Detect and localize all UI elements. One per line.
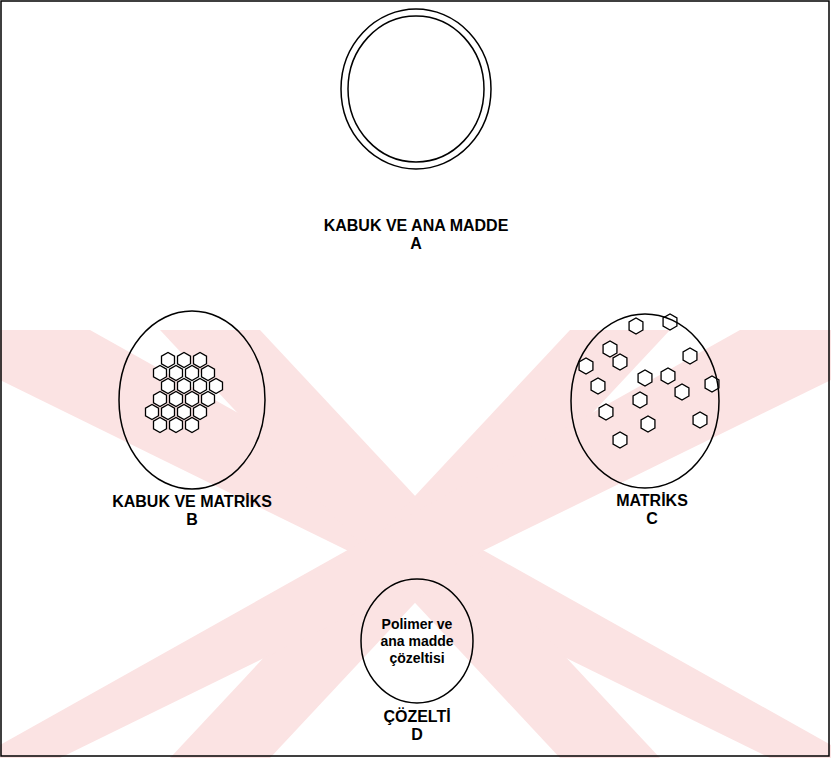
- core-particle: [162, 405, 175, 420]
- core-particle: [178, 405, 191, 420]
- outer-ellipse: [361, 579, 473, 703]
- core-particle: [210, 379, 223, 394]
- core-particle: [162, 353, 175, 368]
- particles: [146, 314, 719, 448]
- core-particle: [613, 432, 627, 448]
- caption-group: KABUK VE MATRİKSB: [112, 493, 272, 529]
- core-particle: [186, 366, 199, 381]
- outer-ellipse: [119, 311, 265, 489]
- core-particle: [194, 405, 207, 420]
- shape-label: KABUK VE ANA MADDE: [324, 217, 509, 235]
- inner-text-area: [340, 8, 492, 170]
- core-particle: [613, 354, 627, 370]
- inner-text-area: Polimer ve ana madde çözeltisi: [360, 578, 474, 704]
- core-particle: [638, 370, 652, 386]
- core-particle: [661, 368, 675, 384]
- core-particle: [146, 405, 159, 420]
- core-particle: [154, 366, 167, 381]
- core-particle: [599, 404, 613, 420]
- core-particle: [603, 341, 617, 357]
- ellipse-outline: [340, 8, 492, 170]
- core-particle: [170, 366, 183, 381]
- caption-group: KABUK VE ANA MADDEA: [324, 217, 509, 253]
- core-particle: [170, 418, 183, 433]
- ellipse-outline: [118, 310, 266, 490]
- core-particle: [683, 348, 697, 364]
- inner-label: Polimer ve ana madde çözeltisi: [371, 616, 463, 667]
- core-particle: [591, 378, 605, 394]
- core-particle: [178, 379, 191, 394]
- inner-text-area: [570, 313, 720, 489]
- core-particle: [154, 392, 167, 407]
- ellipse-outline: [570, 313, 720, 489]
- core-particle: [170, 392, 183, 407]
- core-particle: [579, 358, 593, 374]
- shape-label: ÇÖZELTİ: [383, 708, 450, 726]
- core-particle: [629, 318, 643, 334]
- inner-text-area: [118, 310, 266, 490]
- caption-group: ÇÖZELTİD: [383, 708, 450, 744]
- core-particle: [186, 418, 199, 433]
- shape-label: A: [324, 235, 509, 253]
- caption-group: MATRİKSC: [616, 492, 688, 528]
- shape-label: MATRİKS: [616, 492, 688, 510]
- core-particle: [154, 418, 167, 433]
- outer-ellipse: [341, 9, 491, 169]
- core-particle: [641, 416, 655, 432]
- outer-ellipse: [571, 314, 719, 488]
- shape-label: KABUK VE MATRİKS: [112, 493, 272, 511]
- watermark: [0, 330, 831, 758]
- inner-ellipse: [348, 16, 484, 162]
- core-particle: [178, 353, 191, 368]
- capsule-shell: KABUK VE ANA MADDEA: [340, 8, 492, 170]
- core-particle: [194, 353, 207, 368]
- core-particle: [202, 392, 215, 407]
- core-particle: [194, 379, 207, 394]
- matrix-particle: MATRİKSC: [570, 313, 720, 489]
- core-particle: [693, 412, 707, 428]
- core-particle: [675, 384, 689, 400]
- shape-label: C: [616, 510, 688, 528]
- shape-label: B: [112, 511, 272, 529]
- shape-label: D: [383, 726, 450, 744]
- shell-matrix-particle: KABUK VE MATRİKSB: [118, 310, 266, 490]
- core-particle: [162, 379, 175, 394]
- core-particle: [202, 366, 215, 381]
- core-particle: [186, 392, 199, 407]
- solution-particle: Polimer ve ana madde çözeltisiÇÖZELTİD: [360, 578, 474, 704]
- core-particle: [633, 392, 647, 408]
